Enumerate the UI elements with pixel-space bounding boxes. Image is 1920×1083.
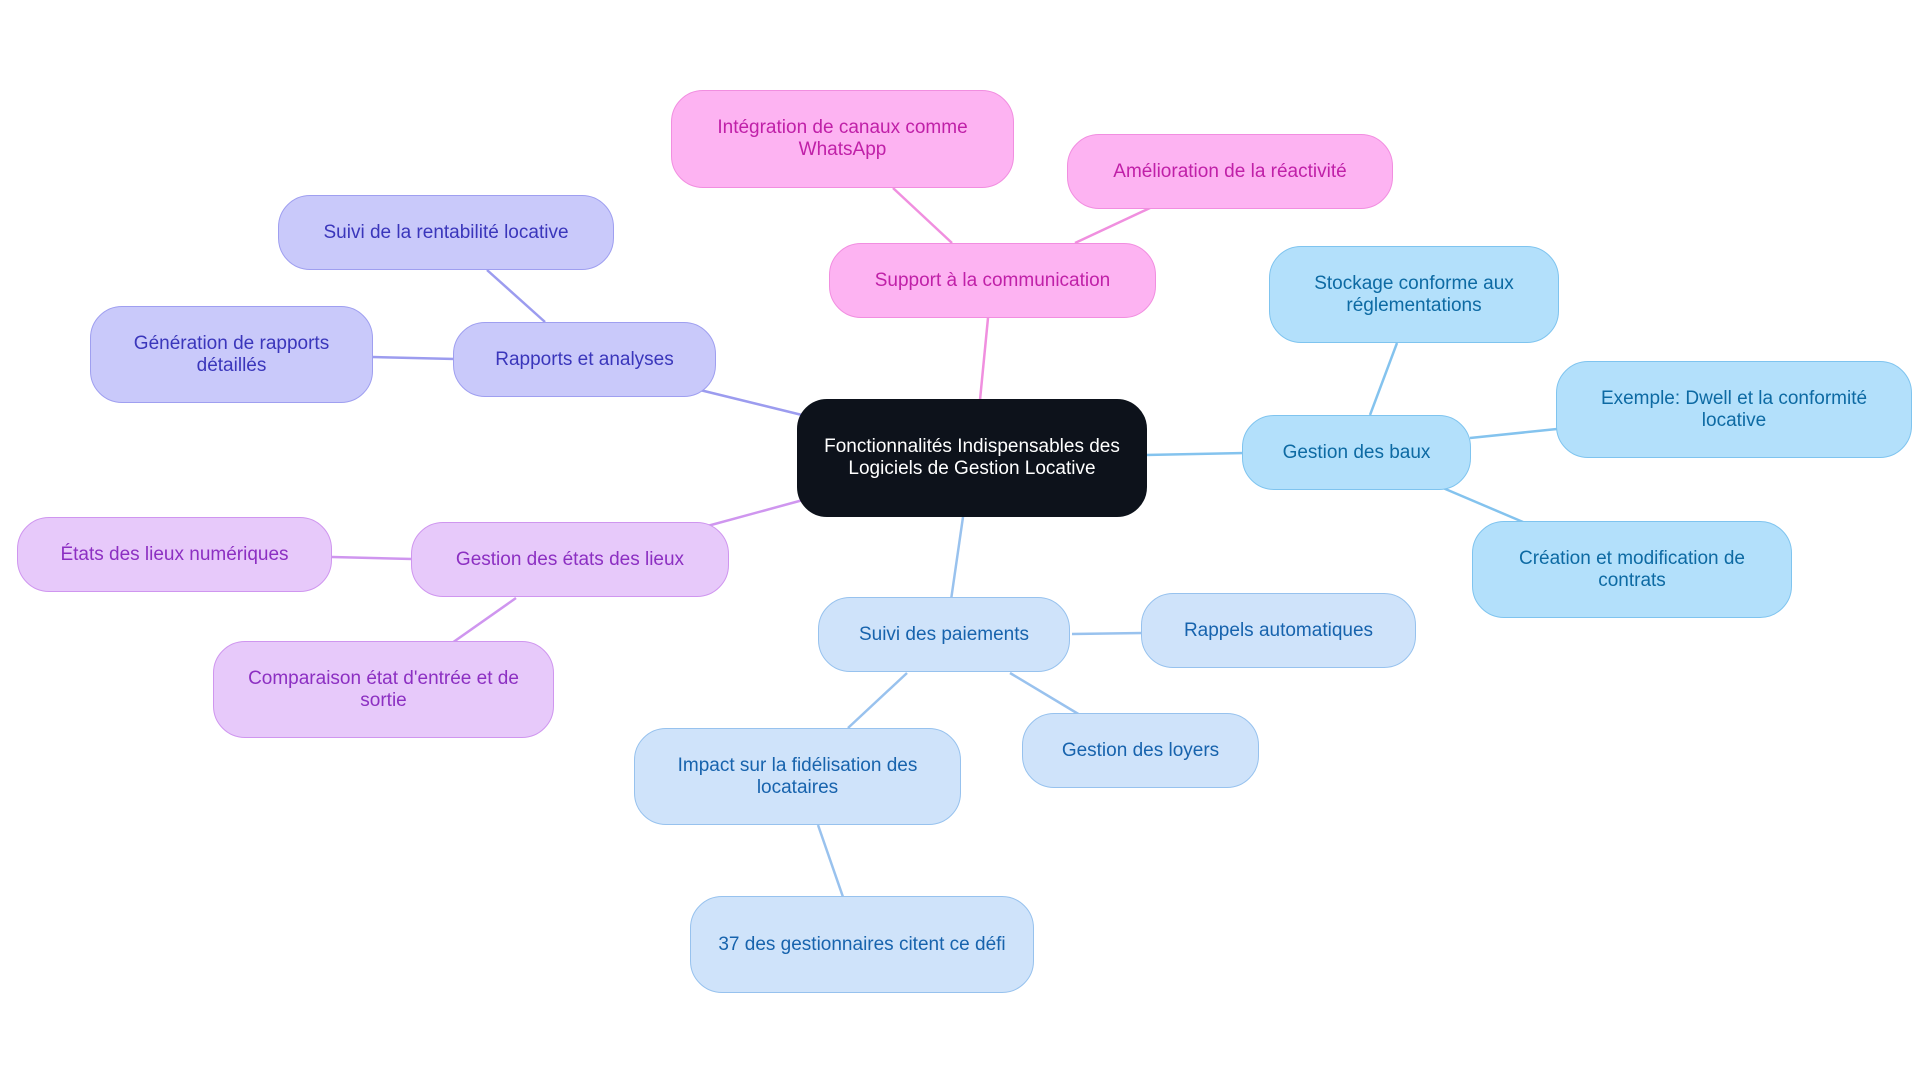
leaf-fidelisation-label: Impact sur la fidélisation des locataire… <box>677 754 918 798</box>
connector-paiements-loyers <box>1009 671 1081 717</box>
connector-central-paiements <box>949 516 965 601</box>
branch-rapports: Rapports et analyses <box>453 322 716 397</box>
leaf-contrats-label: Création et modification de contrats <box>1518 547 1745 591</box>
leaf-comparaison-etat-label: Comparaison état d'entrée et de sortie <box>248 667 519 711</box>
leaf-fidelisation: Impact sur la fidélisation des locataire… <box>634 728 961 825</box>
connector-rapports-rentabilite <box>486 269 546 323</box>
connector-communication-reactivite <box>1074 206 1151 245</box>
branch-baux-label: Gestion des baux <box>1282 441 1431 463</box>
connector-fidelisation-defi <box>816 824 845 898</box>
branch-etats-des-lieux-label: Gestion des états des lieux <box>455 548 685 570</box>
connector-central-rapports <box>699 388 803 417</box>
central-node-label: Fonctionnalités Indispensables des Logic… <box>824 436 1120 479</box>
leaf-stockage-label: Stockage conforme aux réglementations <box>1314 272 1514 316</box>
leaf-rappels-label: Rappels automatiques <box>1183 619 1374 641</box>
leaf-whatsapp-integration: Intégration de canaux comme WhatsApp <box>671 90 1014 188</box>
leaf-generation-rapports-label: Génération de rapports détaillés <box>133 332 330 376</box>
leaf-generation-rapports: Génération de rapports détaillés <box>90 306 373 403</box>
connector-paiements-fidelisation <box>847 672 908 729</box>
connector-baux-contrats <box>1442 486 1524 524</box>
leaf-rentabilite-label: Suivi de la rentabilité locative <box>323 221 569 243</box>
leaf-loyers: Gestion des loyers <box>1022 713 1259 788</box>
leaf-loyers-label: Gestion des loyers <box>1061 739 1220 761</box>
connector-baux-stockage <box>1368 342 1399 416</box>
leaf-comparaison-etat: Comparaison état d'entrée et de sortie <box>213 641 554 738</box>
leaf-gestionnaires-defi-label: 37 des gestionnaires citent ce défi <box>718 933 1006 955</box>
connector-etats-numeriques <box>331 555 413 561</box>
connector-central-etats <box>699 498 804 530</box>
central-node: Fonctionnalités Indispensables des Logic… <box>797 399 1147 517</box>
leaf-stockage: Stockage conforme aux réglementations <box>1269 246 1559 343</box>
leaf-reactivity: Amélioration de la réactivité <box>1067 134 1393 209</box>
connector-baux-dwell <box>1469 427 1558 440</box>
connector-rapports-generation <box>371 355 456 361</box>
leaf-etats-numeriques-label: États des lieux numériques <box>60 543 289 565</box>
leaf-reactivity-label: Amélioration de la réactivité <box>1113 160 1347 182</box>
branch-paiements-label: Suivi des paiements <box>858 623 1030 645</box>
connector-etats-comparaison <box>451 596 517 645</box>
connector-paiements-rappels <box>1071 631 1144 636</box>
branch-etats-des-lieux: Gestion des états des lieux <box>411 522 729 597</box>
branch-communication-label: Support à la communication <box>874 269 1111 291</box>
branch-paiements: Suivi des paiements <box>818 597 1070 672</box>
leaf-whatsapp-integration-label: Intégration de canaux comme WhatsApp <box>717 117 968 160</box>
leaf-gestionnaires-defi: 37 des gestionnaires citent ce défi <box>690 896 1034 993</box>
leaf-contrats: Création et modification de contrats <box>1472 521 1792 618</box>
branch-rapports-label: Rapports et analyses <box>495 348 674 370</box>
branch-communication: Support à la communication <box>829 243 1156 318</box>
connector-central-baux <box>1144 451 1246 457</box>
leaf-rentabilite: Suivi de la rentabilité locative <box>278 195 614 270</box>
connector-central-communication <box>978 317 990 401</box>
connector-communication-whatsapp <box>892 187 953 244</box>
leaf-etats-numeriques: États des lieux numériques <box>17 517 332 592</box>
leaf-dwell-conformite-label: Exemple: Dwell et la conformité locative <box>1600 387 1868 431</box>
leaf-rappels: Rappels automatiques <box>1141 593 1416 668</box>
leaf-dwell-conformite: Exemple: Dwell et la conformité locative <box>1556 361 1912 458</box>
branch-baux: Gestion des baux <box>1242 415 1471 490</box>
